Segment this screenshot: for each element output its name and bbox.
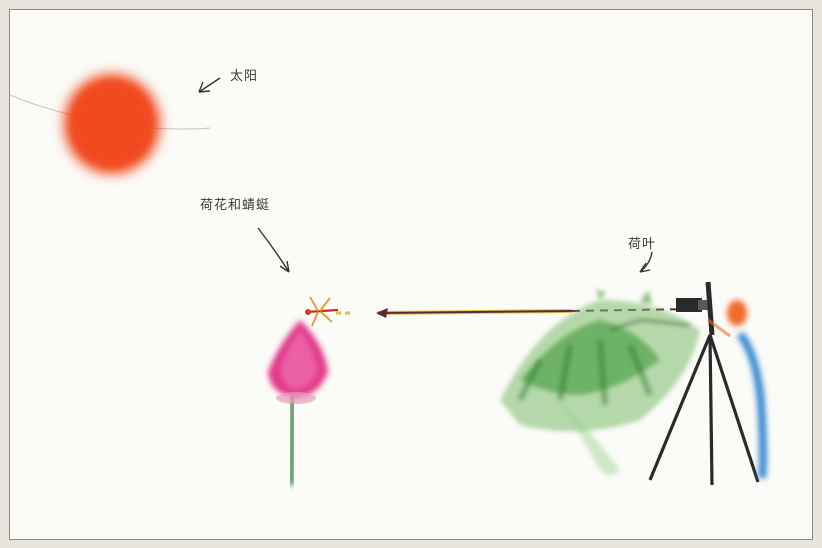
lotus-dragonfly-label: 荷花和蜻蜓 [200, 198, 271, 213]
camera-body [676, 298, 702, 312]
sun-core [72, 82, 152, 166]
sun [64, 74, 160, 174]
lotus-flower [268, 320, 328, 404]
hand-drawn-arrow-icon [257, 227, 290, 273]
hand-drawn-arrow-icon [639, 251, 653, 273]
hand-drawn-arrow-icon [198, 77, 221, 93]
person [707, 300, 767, 479]
tripod-leg [708, 334, 760, 483]
sun-label: 太阳 [230, 69, 259, 84]
person-head [727, 300, 747, 326]
lotus-leaves [500, 290, 700, 475]
tripod-leg [708, 334, 714, 486]
dragonfly [305, 296, 339, 327]
lotus-stem [288, 394, 296, 486]
lotus-leaf-label: 荷叶 [628, 237, 657, 252]
person-body [736, 331, 767, 479]
tripod-leg [648, 334, 712, 481]
tripod-camera [648, 281, 760, 486]
